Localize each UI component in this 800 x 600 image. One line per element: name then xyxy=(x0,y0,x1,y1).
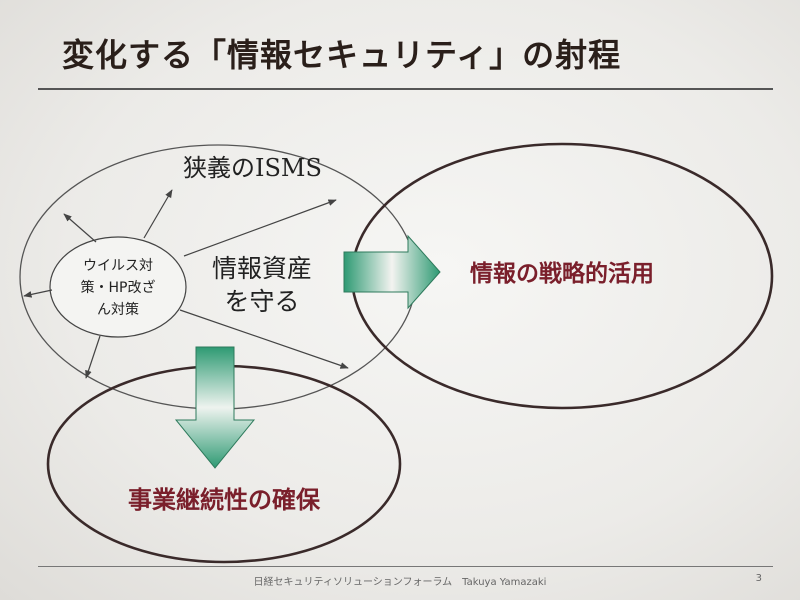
page-number: 3 xyxy=(755,573,762,584)
asset-label-line-2: を守る xyxy=(224,287,299,316)
radiating-arrows xyxy=(23,189,349,379)
continuity-label: 事業継続性の確保 xyxy=(128,486,321,514)
virus-label-line-1: ウイルス対 xyxy=(83,258,153,274)
virus-label-line-2: 策・HP改ざ xyxy=(81,279,156,296)
right-arrow xyxy=(343,234,441,310)
strategic-label: 情報の戦略的活用 xyxy=(470,260,654,287)
footer-text: 日経セキュリティソリューションフォーラム Takuya Yamazaki xyxy=(253,577,547,588)
virus-label-line-3: ん対策 xyxy=(97,301,139,318)
asset-label-line-1: 情報資産 xyxy=(212,254,312,283)
isms-label: 狭義のISMS xyxy=(183,154,322,182)
virus-ellipse xyxy=(49,236,187,338)
down-arrow xyxy=(174,346,256,469)
slide-title: 変化する「情報セキュリティ」の射程 xyxy=(62,36,622,74)
footer-rule xyxy=(38,566,773,567)
title-underline xyxy=(38,88,773,90)
